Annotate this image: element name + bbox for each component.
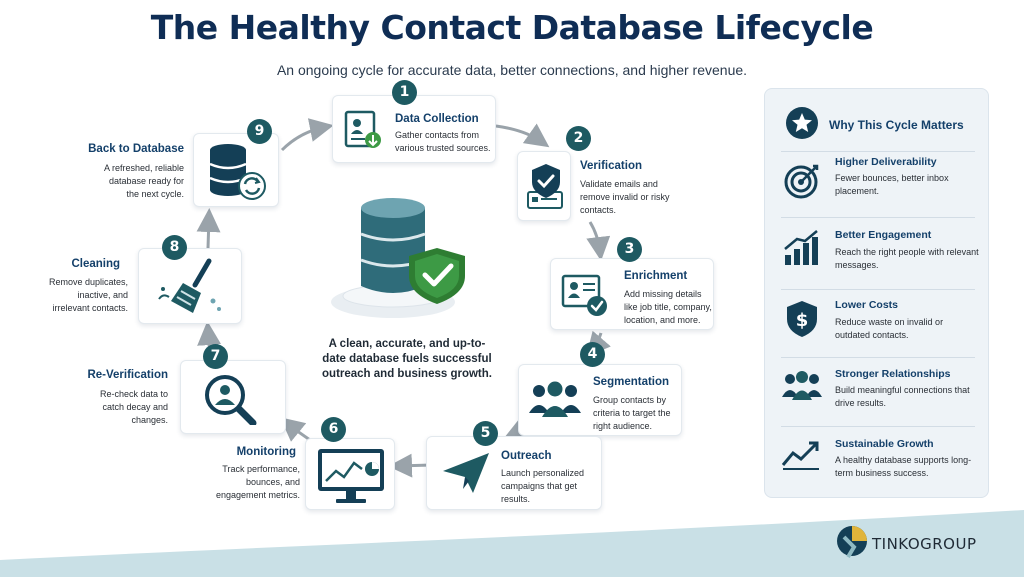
step-badge-8: 8 [162,235,187,260]
arrow-2-to-3 [586,221,611,261]
arrow-9-to-1 [280,118,334,152]
shield-check-icon [527,164,563,209]
step-title: Monitoring [236,446,296,458]
panel-title: Why This Cycle Matters [829,118,964,132]
arrow-6-to-7 [280,417,311,442]
step-badge-7: 7 [203,344,228,369]
arrow-1-to-2 [495,123,550,148]
step-badge-6: 6 [321,417,346,442]
panel-item-title: Better Engagement [835,229,932,241]
step-description: A refreshed, reliable database ready for… [103,163,184,199]
monitor-chart-icon [318,449,384,503]
star-badge-icon [786,107,818,139]
panel-divider [781,151,975,152]
dollar-shield-icon: $ [787,301,817,337]
panel-item-description: A healthy database supports long-term bu… [835,455,972,478]
step-card-enrichment: Enrichment Add missing details like job … [550,258,714,330]
step-icon-card-back-to-database [193,133,279,207]
people-icon [782,371,822,400]
tinkogroup-logo-icon [837,526,867,559]
bar-growth-icon [784,230,818,265]
step-title: Cleaning [71,258,120,270]
step-description: Gather contacts from various trusted sou… [395,130,491,153]
why-cycle-matters-panel: Why This Cycle Matters Higher Deliverabi… [764,88,989,498]
step-title: Back to Database [88,143,184,155]
step-title: Outreach [501,450,552,462]
contact-card-download-icon [344,110,381,148]
step-badge-4: 4 [580,342,605,367]
step-card-outreach: Outreach Launch personalized campaigns t… [426,436,602,510]
step-card-data-collection: Data Collection Gather contacts from var… [332,95,496,163]
bottom-wave-band [0,510,1024,577]
step-description: Launch personalized campaigns that get r… [501,468,585,504]
panel-item-title: Lower Costs [835,299,899,311]
step-icon-card-verification [517,151,571,221]
panel-divider [781,217,975,218]
step-badge-9: 9 [247,119,272,144]
step-icon-card-monitoring [305,438,395,510]
step-card-segmentation: Segmentation Group contacts by criteria … [518,364,682,436]
step-title: Enrichment [624,270,688,282]
step-description: Group contacts by criteria to target the… [593,395,671,431]
database-refresh-icon [209,144,266,200]
magnifier-user-icon [205,375,257,425]
step-title: Segmentation [593,376,670,388]
paper-plane-icon [443,453,489,493]
panel-item-title: Higher Deliverability [835,156,937,168]
panel-divider [781,357,975,358]
step-description: Re-check data to catch decay and changes… [99,389,168,425]
step-title: Re-Verification [87,369,168,381]
step-card-cleaning [138,248,242,324]
brand-name: TINKOGROUP [872,535,977,553]
step-description: Validate emails and remove invalid or ri… [580,179,670,215]
svg-text:$: $ [796,310,809,331]
panel-item-description: Build meaningful connections that drive … [835,385,970,408]
step-badge-1: 1 [392,80,417,105]
target-icon [784,164,819,199]
step-title: Data Collection [395,113,479,125]
step-description: Add missing details like job title, comp… [624,289,712,325]
step-title: Verification [580,160,642,172]
step-description: Remove duplicates, inactive, and irrelev… [48,277,128,313]
panel-item-title: Sustainable Growth [835,438,934,450]
panel-divider [781,426,975,427]
panel-item-description: Reduce waste on invalid or outdated cont… [835,317,944,340]
panel-item-description: Reach the right people with relevant mes… [835,247,979,270]
page-title: The Healthy Contact Database Lifecycle [150,8,874,47]
panel-item-description: Fewer bounces, better inbox placement. [835,173,949,196]
panel-divider [781,289,975,290]
profile-check-icon [561,274,607,316]
page-subtitle: An ongoing cycle for accurate data, bett… [276,62,748,78]
step-badge-3: 3 [617,237,642,262]
step-badge-2: 2 [566,126,591,151]
step-badge-5: 5 [473,421,498,446]
people-group-icon [529,381,581,417]
center-message: A clean, accurate, and up-to-date databa… [322,338,492,380]
center-database-shield-icon [331,198,465,318]
trend-up-icon [781,441,819,470]
panel-item-title: Stronger Relationships [835,368,951,380]
step-card-re-verification [180,360,286,434]
step-description: Track performance, bounces, and engageme… [215,464,300,500]
broom-icon [158,258,221,313]
arrow-8-to-9 [196,208,221,249]
